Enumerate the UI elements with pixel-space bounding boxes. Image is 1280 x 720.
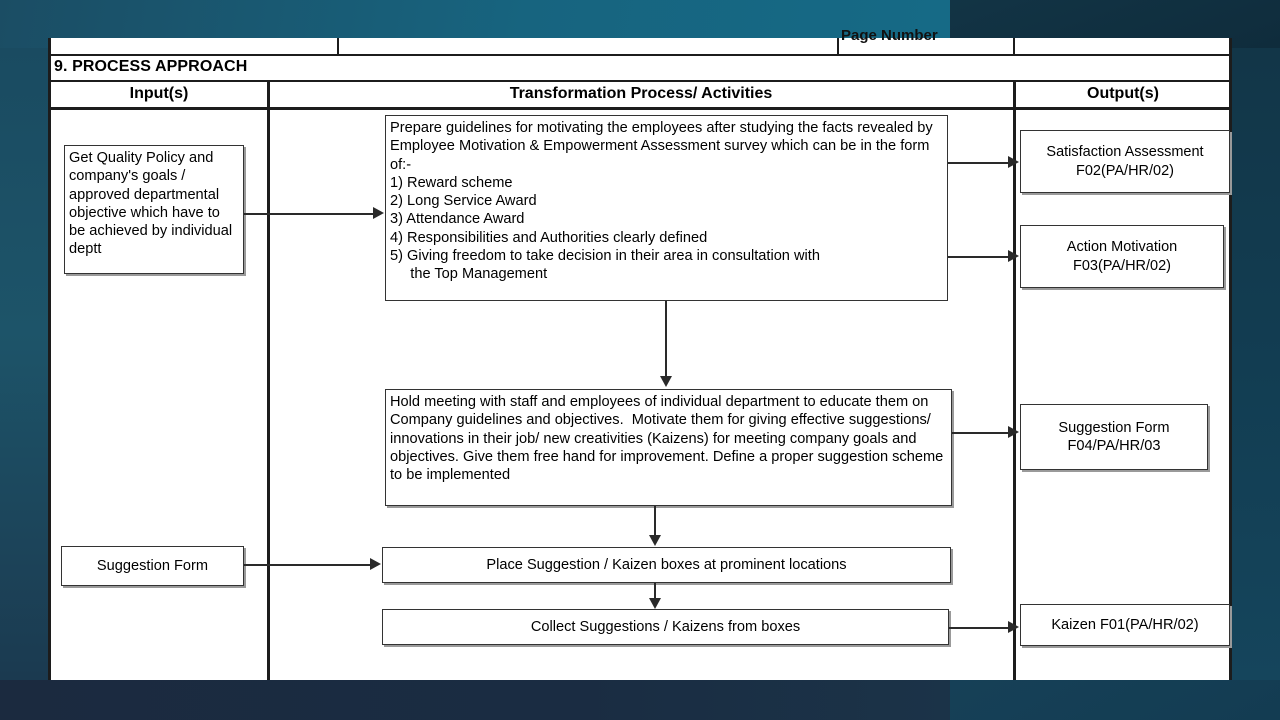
- background-right-strip: [1232, 48, 1280, 680]
- page-border-left: [48, 38, 51, 680]
- connector-place-to-collect: [654, 583, 656, 600]
- connector-prepare-to-satisfaction: [948, 162, 1012, 164]
- column-header-input: Input(s): [129, 85, 189, 102]
- column-divider-transformation-output: [1013, 82, 1016, 680]
- output-box-satisfaction-assessment[interactable]: Satisfaction Assessment F02(PA/HR/02): [1020, 130, 1230, 193]
- arrowhead-input-to-prepare-icon: [373, 207, 384, 219]
- arrowhead-collect-to-kaizen-icon: [1008, 621, 1019, 633]
- connector-suggestion-form-to-place: [244, 564, 372, 566]
- document-page: Page Number 9. PROCESS APPROACH Input(s)…: [48, 27, 1232, 680]
- arrowhead-prepare-to-action-icon: [1008, 250, 1019, 262]
- input-box-suggestion-form-text: Suggestion Form: [96, 557, 209, 574]
- page-number-label: Page Number: [841, 27, 938, 44]
- process-box-prepare-guidelines-text: Prepare guidelines for motivating the em…: [390, 120, 933, 283]
- output-box-suggestion-form-text: Suggestion Form F04/PA/HR/03: [1058, 419, 1170, 454]
- column-divider-input-transformation: [267, 82, 270, 680]
- process-box-hold-meeting-text: Hold meeting with staff and employees of…: [390, 394, 948, 484]
- process-box-prepare-guidelines[interactable]: Prepare guidelines for motivating the em…: [385, 115, 948, 301]
- connector-collect-to-kaizen: [949, 627, 1014, 629]
- process-box-hold-meeting[interactable]: Hold meeting with staff and employees of…: [385, 389, 952, 506]
- column-header-transformation: Transformation Process/ Activities: [509, 85, 773, 102]
- output-box-kaizen[interactable]: Kaizen F01(PA/HR/02): [1020, 604, 1230, 646]
- connector-prepare-to-meeting: [665, 301, 667, 378]
- input-box-suggestion-form[interactable]: Suggestion Form: [61, 546, 244, 586]
- connector-meeting-to-place: [654, 506, 656, 537]
- connector-input-to-prepare: [244, 213, 374, 215]
- output-box-action-motivation-text: Action Motivation F03(PA/HR/02): [1066, 238, 1178, 274]
- output-box-kaizen-text: Kaizen F01(PA/HR/02): [1051, 616, 1199, 633]
- background-left-strip: [0, 48, 48, 680]
- input-box-quality-policy-text: Get Quality Policy and company's goals /…: [69, 150, 237, 258]
- background-bottom-right: [950, 680, 1280, 720]
- background-bottom-left: [0, 680, 950, 720]
- arrowhead-suggestion-form-to-place-icon: [370, 558, 381, 570]
- process-box-collect-suggestions-text: Collect Suggestions / Kaizens from boxes: [530, 618, 801, 635]
- document-header-row: Page Number: [48, 27, 1232, 56]
- header-divider-1: [337, 38, 339, 56]
- arrowhead-meeting-to-suggestion-form-icon: [1008, 426, 1019, 438]
- header-divider-3: [1013, 38, 1015, 56]
- column-header-row: Input(s) Transformation Process/ Activit…: [48, 82, 1232, 110]
- arrowhead-prepare-to-satisfaction-icon: [1008, 156, 1019, 168]
- input-box-quality-policy[interactable]: Get Quality Policy and company's goals /…: [64, 145, 244, 274]
- section-title: 9. PROCESS APPROACH: [54, 58, 248, 75]
- header-divider-2: [837, 38, 839, 56]
- section-title-band: 9. PROCESS APPROACH: [48, 56, 1232, 82]
- process-box-collect-suggestions[interactable]: Collect Suggestions / Kaizens from boxes: [382, 609, 949, 645]
- process-box-place-boxes-text: Place Suggestion / Kaizen boxes at promi…: [486, 556, 847, 573]
- arrowhead-meeting-to-place-icon: [649, 535, 661, 546]
- page-border-right: [1229, 38, 1232, 680]
- output-box-action-motivation[interactable]: Action Motivation F03(PA/HR/02): [1020, 225, 1224, 288]
- output-box-satisfaction-assessment-text: Satisfaction Assessment F02(PA/HR/02): [1046, 143, 1204, 179]
- arrowhead-prepare-to-meeting-icon: [660, 376, 672, 387]
- output-box-suggestion-form[interactable]: Suggestion Form F04/PA/HR/03: [1020, 404, 1208, 470]
- connector-prepare-to-action: [948, 256, 1012, 258]
- arrowhead-place-to-collect-icon: [649, 598, 661, 609]
- connector-meeting-to-suggestion-form: [952, 432, 1014, 434]
- column-header-output: Output(s): [1087, 85, 1159, 102]
- process-box-place-boxes[interactable]: Place Suggestion / Kaizen boxes at promi…: [382, 547, 951, 583]
